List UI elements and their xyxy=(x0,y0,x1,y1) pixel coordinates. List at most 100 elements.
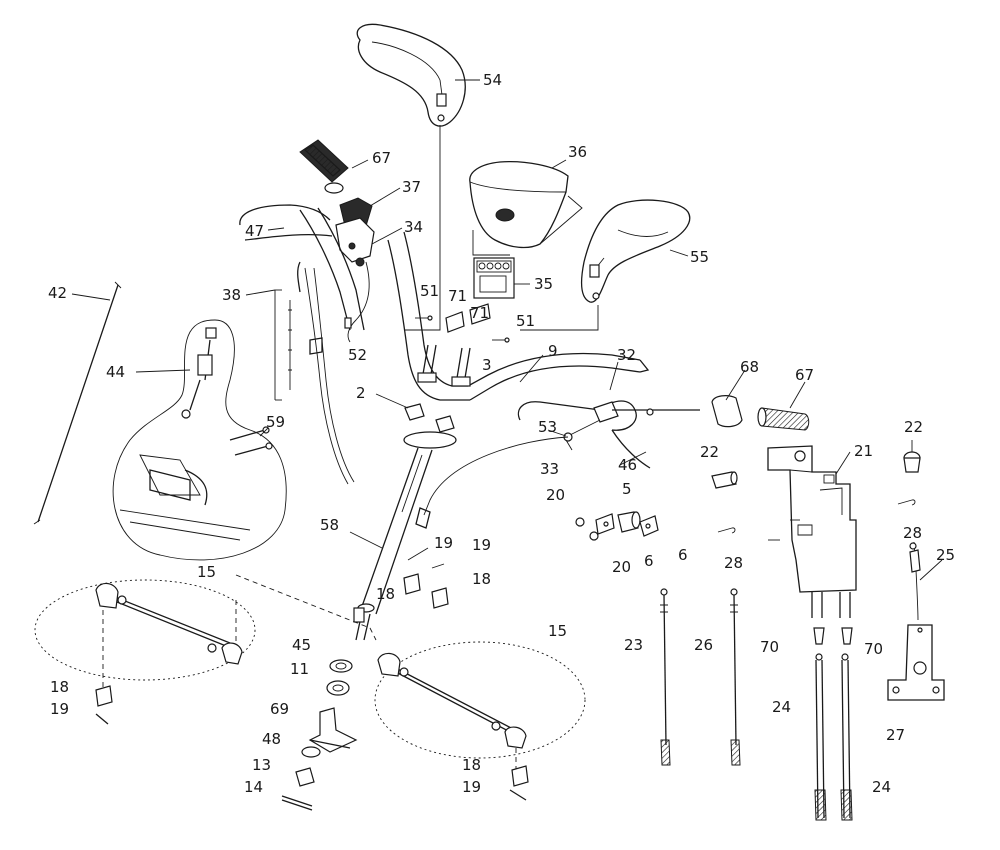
cable-26 xyxy=(730,588,741,766)
control-bracket-21 xyxy=(767,445,857,618)
callout-70-right: 70 xyxy=(864,640,883,658)
steering-lower-stack xyxy=(281,659,358,811)
handlebar-left-bracket xyxy=(239,204,365,331)
mount-bracket-27 xyxy=(887,624,945,701)
clamp-parts xyxy=(415,303,510,387)
callout-67-right: 67 xyxy=(795,366,814,384)
callout-51-right: 51 xyxy=(516,312,535,330)
mirror-right-stem-line xyxy=(520,305,599,331)
brake-cable-52 xyxy=(347,261,370,343)
callout-3: 3 xyxy=(482,356,492,374)
callout-9: 9 xyxy=(548,342,558,360)
callout-26: 26 xyxy=(694,636,713,654)
callout-34: 34 xyxy=(404,218,423,236)
callout-44: 44 xyxy=(106,363,125,381)
callout-59: 59 xyxy=(266,413,285,431)
mirror-left xyxy=(356,23,466,127)
callout-53: 53 xyxy=(538,418,557,436)
cover-bracket-line xyxy=(472,230,510,256)
cable-23 xyxy=(660,588,671,766)
callout-15-left: 15 xyxy=(197,563,216,581)
main-handlebar xyxy=(387,231,650,401)
callout-36: 36 xyxy=(568,143,587,161)
fitting-70-right xyxy=(841,627,853,645)
callout-6-center: 6 xyxy=(644,552,654,570)
pin-28-left xyxy=(717,527,736,534)
callout-35: 35 xyxy=(534,275,553,293)
callout-37: 37 xyxy=(402,178,421,196)
callout-19-center-right: 19 xyxy=(472,536,491,554)
callout-numbers: 54 67 36 37 47 34 55 38 35 42 51 71 71 5… xyxy=(48,71,955,796)
callout-42: 42 xyxy=(48,284,67,302)
callout-19-left: 19 xyxy=(50,700,69,718)
nuts-18-19-left xyxy=(95,685,113,725)
callout-18-right: 18 xyxy=(462,756,481,774)
callout-25: 25 xyxy=(936,546,955,564)
cable-assembly-38 xyxy=(274,261,355,485)
callout-48: 48 xyxy=(262,730,281,748)
callout-22-left: 22 xyxy=(700,443,719,461)
clamp-parts-5-6-20 xyxy=(575,511,659,541)
callout-22-right: 22 xyxy=(904,418,923,436)
callout-6-right: 6 xyxy=(678,546,688,564)
callout-20-bottom: 20 xyxy=(612,558,631,576)
callout-55: 55 xyxy=(690,248,709,266)
callout-71-right: 71 xyxy=(470,304,489,322)
bolt-22-right xyxy=(903,451,921,473)
cable-24-right xyxy=(840,653,853,821)
detail-bubble-44 xyxy=(112,319,287,561)
callout-69: 69 xyxy=(270,700,289,718)
callout-38: 38 xyxy=(222,286,241,304)
callout-58: 58 xyxy=(320,516,339,534)
pin-28-right xyxy=(897,499,916,506)
callout-27: 27 xyxy=(886,726,905,744)
callout-52: 52 xyxy=(348,346,367,364)
callout-33: 33 xyxy=(540,460,559,478)
throttle-and-grip-right xyxy=(711,395,810,431)
right-lever-assembly xyxy=(415,400,700,529)
callout-18-left: 18 xyxy=(50,678,69,696)
callout-32: 32 xyxy=(617,346,636,364)
callout-70-left: 70 xyxy=(760,638,779,656)
cable-24-left xyxy=(814,653,827,821)
callout-13: 13 xyxy=(252,756,271,774)
instrument-panel xyxy=(473,257,515,299)
cable-end-52 xyxy=(344,317,352,329)
rod-42 xyxy=(33,281,122,525)
callout-54: 54 xyxy=(483,71,502,89)
steering-stem xyxy=(353,403,457,641)
mirror-left-stem-line xyxy=(405,125,441,331)
callout-28-right: 28 xyxy=(903,524,922,542)
callout-14: 14 xyxy=(244,778,263,796)
callout-67-left: 67 xyxy=(372,149,391,167)
callout-2: 2 xyxy=(356,384,366,402)
mirror-right xyxy=(580,199,691,303)
left-switch-housing xyxy=(335,197,375,267)
callout-23: 23 xyxy=(624,636,643,654)
leader-lines xyxy=(71,79,943,581)
callout-45: 45 xyxy=(292,636,311,654)
callout-51-left: 51 xyxy=(420,282,439,300)
grip-left xyxy=(299,139,349,194)
callout-18-center-right: 18 xyxy=(472,570,491,588)
callout-5: 5 xyxy=(622,480,632,498)
handlebar-cover xyxy=(469,160,583,249)
callout-68: 68 xyxy=(740,358,759,376)
tie-rod-frame-lines xyxy=(235,574,377,641)
tie-rod-left xyxy=(34,579,256,690)
callout-19-center-left: 19 xyxy=(434,534,453,552)
callout-11: 11 xyxy=(290,660,309,678)
callout-15-right: 15 xyxy=(548,622,567,640)
callout-47: 47 xyxy=(245,222,264,240)
callout-24-left: 24 xyxy=(772,698,791,716)
callout-20-top: 20 xyxy=(546,486,565,504)
bushing-22-small xyxy=(711,471,738,489)
cable-25 xyxy=(909,541,921,621)
tie-rod-right xyxy=(374,641,586,770)
callout-71-left: 71 xyxy=(448,287,467,305)
fitting-70-left xyxy=(813,627,825,645)
nuts-18-19-center xyxy=(403,547,449,609)
callout-28-left: 28 xyxy=(724,554,743,572)
